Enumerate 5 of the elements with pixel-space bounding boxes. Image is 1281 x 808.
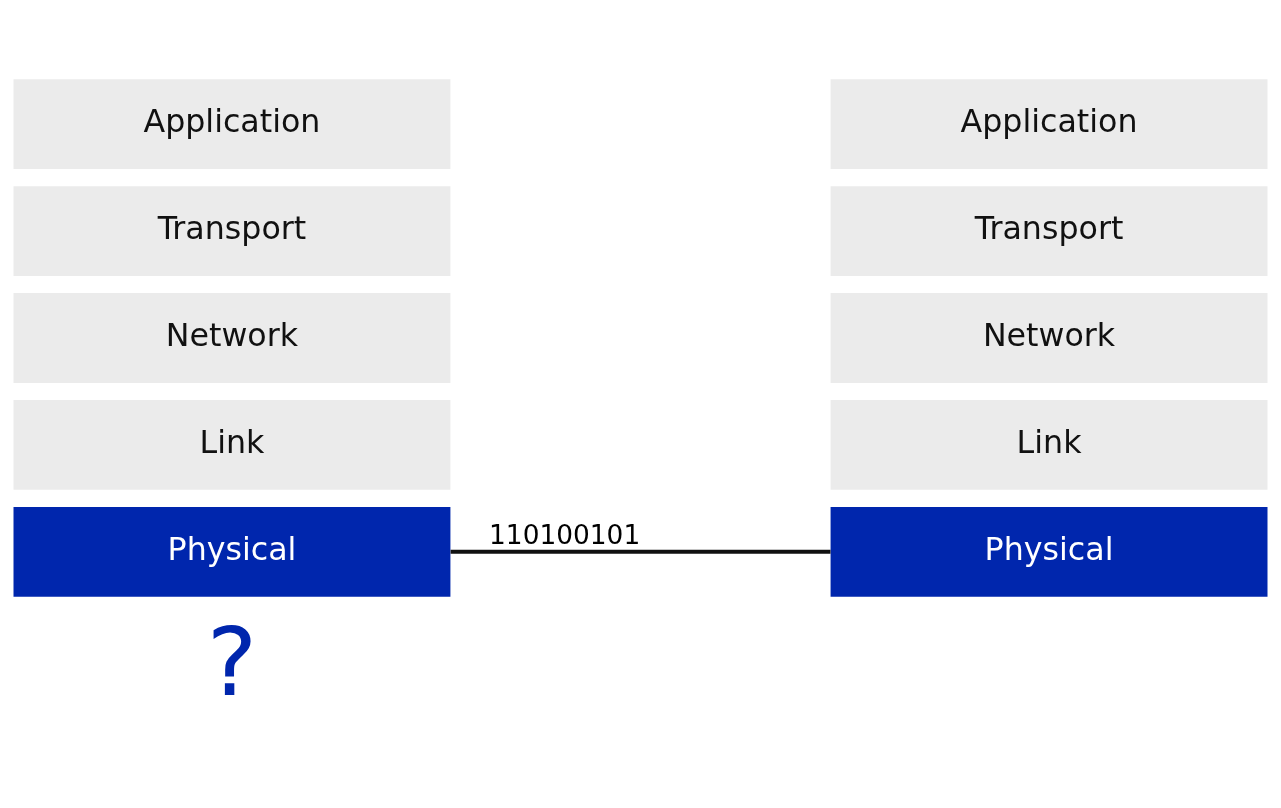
connector [450, 549, 831, 554]
edge-label: 110100101 [489, 518, 641, 550]
node-box: Physical [830, 506, 1268, 597]
node-box: Physical [13, 506, 451, 597]
label: ? [206, 607, 258, 718]
